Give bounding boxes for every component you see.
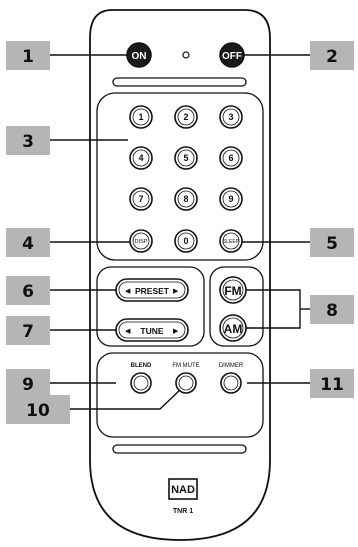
off-button[interactable]: OFF [220, 43, 244, 67]
svg-text:PRESET: PRESET [135, 286, 170, 296]
svg-text:1: 1 [138, 112, 143, 122]
svg-text:DISP: DISP [135, 239, 148, 245]
callout-9: 9 [6, 369, 50, 398]
number-button-6[interactable]: 6 [220, 147, 242, 169]
svg-text:4: 4 [22, 234, 34, 254]
on-button[interactable]: ON [127, 43, 151, 67]
svg-text:AM: AM [224, 322, 243, 336]
svg-text:ON: ON [132, 51, 147, 62]
brand-logo: NAD [169, 479, 197, 499]
callout-1: 1 [6, 41, 50, 70]
svg-text:TUNE: TUNE [140, 326, 163, 336]
am-button[interactable]: AM [220, 315, 246, 341]
number-button-7[interactable]: 7 [130, 188, 152, 210]
remote-body [90, 10, 270, 540]
svg-text:3: 3 [22, 132, 34, 152]
top-slot [113, 78, 246, 86]
indicator-led [183, 52, 189, 58]
svg-text:11: 11 [320, 375, 344, 395]
svg-text:6: 6 [22, 282, 34, 302]
svg-text:9: 9 [22, 375, 34, 395]
dimmer-button[interactable] [221, 373, 241, 393]
fm-mute-button[interactable] [176, 373, 196, 393]
callout-3: 3 [6, 126, 50, 155]
fm-button[interactable]: FM [220, 277, 246, 303]
svg-text:7: 7 [22, 322, 34, 342]
fm-mute-label: FM MUTE [172, 363, 199, 369]
blend-button[interactable] [131, 373, 151, 393]
preset-right-arrow-icon: ▶ [173, 288, 179, 295]
tune-button[interactable]: ◀ TUNE ▶ [116, 319, 188, 341]
callout-2: 2 [310, 41, 354, 70]
svg-text:6: 6 [228, 153, 233, 163]
svg-text:5: 5 [183, 153, 188, 163]
svg-text:8: 8 [326, 301, 338, 321]
preset-button[interactable]: ◀ PRESET ▶ [116, 279, 188, 301]
number-button-1[interactable]: 1 [130, 106, 152, 128]
svg-text:3: 3 [228, 112, 233, 122]
bottom-slot [113, 445, 246, 453]
number-button-9[interactable]: 9 [220, 188, 242, 210]
sleep-button[interactable]: SLEEP [220, 230, 242, 252]
svg-text:4: 4 [138, 153, 143, 163]
svg-text:OFF: OFF [222, 51, 242, 62]
callout-4: 4 [6, 228, 50, 257]
callout-7: 7 [6, 316, 50, 345]
svg-text:5: 5 [326, 234, 338, 254]
svg-text:10: 10 [26, 401, 50, 421]
number-button-5[interactable]: 5 [175, 147, 197, 169]
tune-right-arrow-icon: ▶ [173, 328, 179, 335]
svg-text:SLEEP: SLEEP [223, 239, 240, 245]
svg-text:2: 2 [326, 47, 338, 67]
preset-left-arrow-icon: ◀ [125, 288, 131, 295]
svg-text:NAD: NAD [171, 484, 195, 496]
svg-text:FM: FM [224, 284, 241, 298]
model-label: TNR 1 [173, 508, 193, 515]
callout-10: 10 [6, 395, 70, 424]
dimmer-label: DIMMER [219, 363, 244, 369]
number-button-4[interactable]: 4 [130, 147, 152, 169]
number-button-2[interactable]: 2 [175, 106, 197, 128]
number-button-8[interactable]: 8 [175, 188, 197, 210]
svg-text:2: 2 [183, 112, 188, 122]
disp-button[interactable]: DISP [130, 230, 152, 252]
svg-text:7: 7 [138, 194, 143, 204]
svg-text:9: 9 [228, 194, 233, 204]
number-button-3[interactable]: 3 [220, 106, 242, 128]
tune-left-arrow-icon: ◀ [125, 328, 131, 335]
callout-5: 5 [310, 228, 354, 257]
svg-text:1: 1 [22, 47, 34, 67]
callout-6: 6 [6, 276, 50, 305]
callout-8: 8 [310, 295, 354, 324]
svg-text:8: 8 [183, 194, 188, 204]
blend-label: BLEND [131, 363, 152, 369]
number-button-0[interactable]: 0 [175, 230, 197, 252]
svg-text:0: 0 [183, 236, 188, 246]
callout-11: 11 [310, 369, 354, 398]
